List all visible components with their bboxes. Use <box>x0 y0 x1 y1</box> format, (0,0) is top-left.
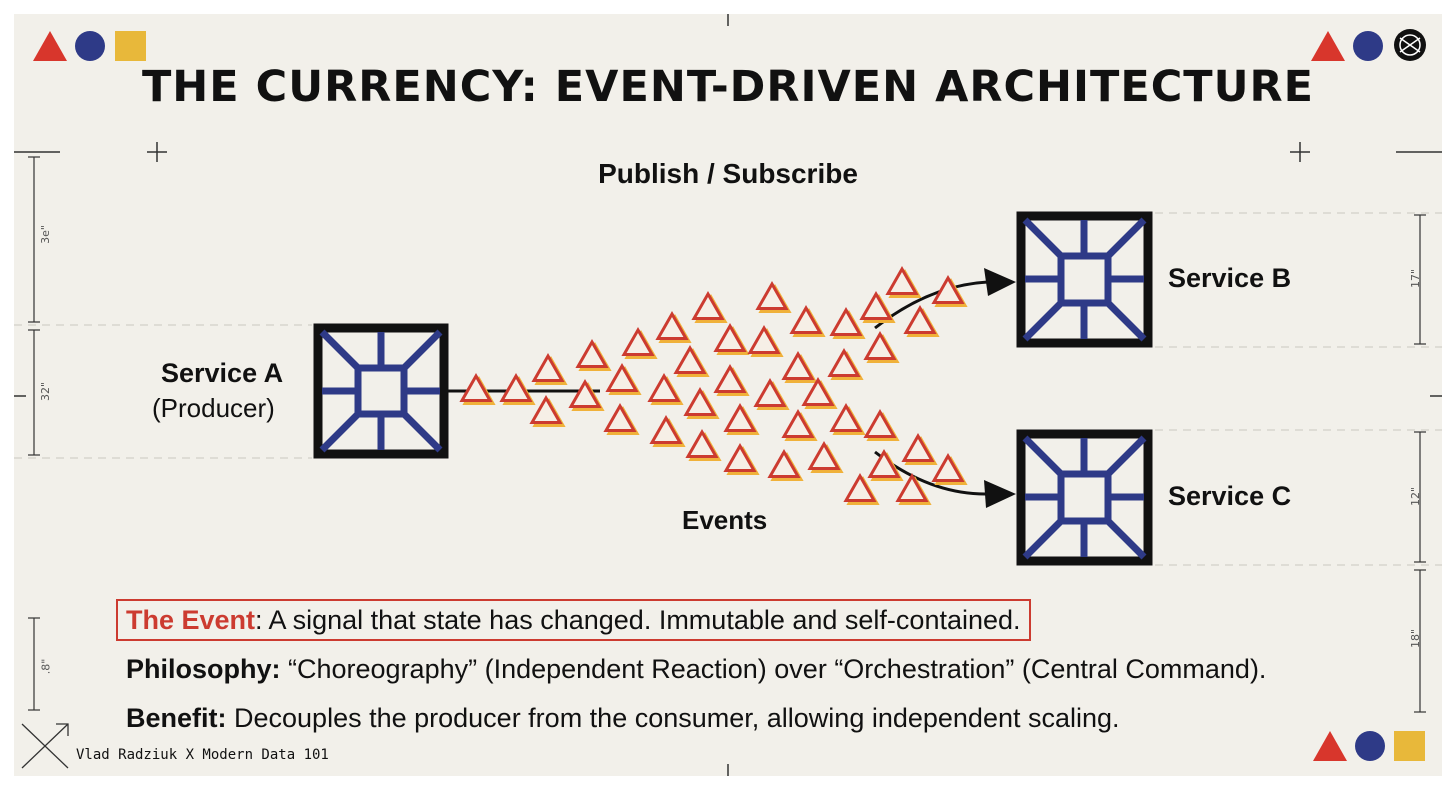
event-text: : A signal that state has changed. Immut… <box>255 605 1021 635</box>
event-triangle <box>673 344 707 374</box>
benefit-term: Benefit: <box>126 703 227 733</box>
event-definition: The Event: A signal that state has chang… <box>116 599 1031 641</box>
event-triangle <box>647 372 681 402</box>
event-triangle <box>685 428 719 458</box>
crosshair-icon <box>147 142 1310 162</box>
event-triangle <box>575 338 609 368</box>
event-triangle <box>499 372 533 402</box>
consumer-b-name: Service B <box>1168 263 1292 293</box>
event-triangle <box>568 378 602 408</box>
event-triangle <box>713 363 747 393</box>
logo-icon <box>1394 29 1426 61</box>
diagram-subtitle: Publish / Subscribe <box>598 158 858 189</box>
event-triangle <box>753 377 787 407</box>
event-triangle <box>723 442 757 472</box>
event-triangle <box>829 306 863 336</box>
benefit-text: Decouples the producer from the consumer… <box>226 703 1120 733</box>
event-triangle <box>863 330 897 360</box>
events-label: Events <box>682 505 768 535</box>
event-triangle <box>747 324 781 354</box>
dim-left-mid: 32" <box>39 381 53 402</box>
event-triangle <box>843 472 877 502</box>
dim-right-mid: 12" <box>1409 486 1423 507</box>
event-triangle <box>801 376 835 406</box>
event-triangle <box>603 402 637 432</box>
event-triangle <box>683 386 717 416</box>
event-triangle <box>829 402 863 432</box>
event-triangle <box>723 402 757 432</box>
service-icon-b <box>1016 211 1153 348</box>
event-triangle <box>859 290 893 320</box>
event-triangle <box>903 304 937 334</box>
event-triangle <box>713 322 747 352</box>
corner-shapes-bottom-right <box>1313 731 1425 761</box>
corner-shapes-top-right <box>1311 31 1383 61</box>
producer-role: (Producer) <box>152 393 275 423</box>
credit-text: Vlad Radziuk X Modern Data 101 <box>76 747 329 763</box>
event-triangles <box>459 265 968 505</box>
event-triangle <box>529 394 563 424</box>
philosophy-term: Philosophy: <box>126 654 281 684</box>
event-triangle <box>781 350 815 380</box>
frame-ticks <box>14 14 1442 776</box>
event-triangle <box>789 304 823 334</box>
service-icon-a <box>313 323 449 459</box>
page-title: THE CURRENCY: EVENT-DRIVEN ARCHITECTURE <box>141 62 1315 112</box>
event-triangle <box>931 452 965 482</box>
event-triangle <box>827 347 861 377</box>
consumer-c-name: Service C <box>1168 481 1292 511</box>
dim-right-bottom: 18" <box>1409 628 1423 649</box>
dim-left-top: 3e" <box>38 225 52 244</box>
event-triangle <box>807 440 841 470</box>
event-triangle <box>895 472 929 502</box>
producer-name: Service A <box>161 358 284 388</box>
event-triangle <box>781 408 815 438</box>
event-triangle <box>863 408 897 438</box>
event-triangle <box>901 432 935 462</box>
event-triangle <box>459 372 493 402</box>
event-triangle <box>885 265 919 295</box>
event-triangle <box>621 326 655 356</box>
event-triangle <box>767 448 801 478</box>
dim-left-bottom: .8" <box>39 658 53 675</box>
event-triangle <box>531 352 565 382</box>
event-triangle <box>655 310 689 340</box>
event-triangle <box>755 280 789 310</box>
event-triangle <box>649 414 683 444</box>
arrow-to-service-b <box>984 268 1016 296</box>
right-dimension-lines <box>1414 214 1426 713</box>
event-triangle <box>867 448 901 478</box>
event-term: The Event <box>126 605 256 635</box>
philosophy-text: “Choreography” (Independent Reaction) ov… <box>280 654 1267 684</box>
benefit-note: Benefit: Decouples the producer from the… <box>126 703 1120 734</box>
event-triangle <box>931 274 965 304</box>
arrow-to-service-c <box>984 480 1016 508</box>
left-dimension-lines <box>28 156 40 711</box>
guide-lines <box>14 212 1442 566</box>
corner-x-icon <box>21 723 69 769</box>
event-triangle <box>605 362 639 392</box>
dim-right-top: 17" <box>1409 268 1423 289</box>
service-icon-c <box>1016 429 1153 566</box>
event-triangle <box>691 290 725 320</box>
corner-shapes-top-left <box>33 31 146 61</box>
philosophy-note: Philosophy: “Choreography” (Independent … <box>126 654 1266 685</box>
